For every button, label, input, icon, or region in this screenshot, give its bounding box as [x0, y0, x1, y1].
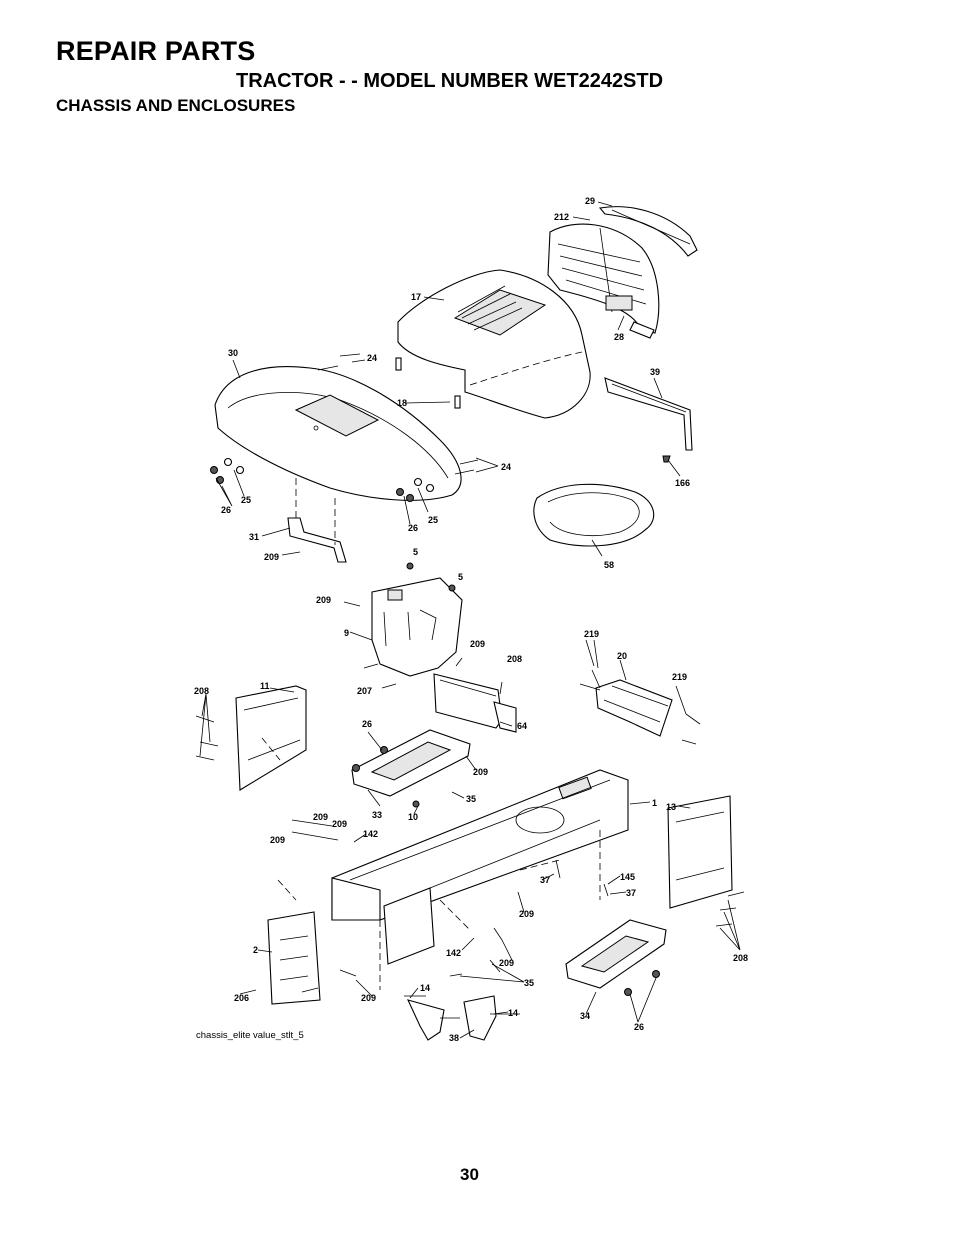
- callout: 208: [507, 654, 522, 664]
- callout: 35: [466, 794, 476, 804]
- callout: 18: [397, 398, 407, 408]
- callout: 1: [652, 798, 657, 808]
- callout: 24: [367, 353, 377, 363]
- callout-numbers: 29 212 17 28 30 24 18 39 166 24 25 26 26…: [194, 196, 748, 1043]
- left-side-panel-part: [235, 685, 307, 791]
- right-footrest-part: [565, 919, 667, 989]
- callout: 25: [241, 495, 251, 505]
- left-footrest-part: [351, 729, 471, 797]
- callout: 208: [733, 953, 748, 963]
- callout: 30: [228, 348, 238, 358]
- callout: 2: [253, 945, 258, 955]
- right-side-panel-part: [667, 795, 733, 909]
- fastener-hardware: [195, 601, 745, 1019]
- callout: 31: [249, 532, 259, 542]
- callout: 166: [675, 478, 690, 488]
- callout: 20: [617, 651, 627, 661]
- callout: 34: [580, 1011, 590, 1021]
- main-frame-part: [331, 769, 629, 990]
- section-title: CHASSIS AND ENCLOSURES: [56, 96, 296, 115]
- callout: 208: [194, 686, 209, 696]
- pedal-bracket-part: [595, 679, 673, 737]
- callout: 209: [473, 767, 488, 777]
- callout: 26: [221, 505, 231, 515]
- hood-part: [395, 269, 591, 419]
- callout: 14: [508, 1008, 518, 1018]
- callout: 14: [420, 983, 430, 993]
- steering-bracket-part: [433, 673, 517, 733]
- callout: 209: [264, 552, 279, 562]
- diagram-caption: chassis_elite value_stlt_5: [196, 1030, 304, 1041]
- seat-bracket-part: [287, 478, 347, 563]
- callout: 209: [499, 958, 514, 968]
- callout: 39: [650, 367, 660, 377]
- callout: 26: [634, 1022, 644, 1032]
- callout: 219: [672, 672, 687, 682]
- callout: 33: [372, 810, 382, 820]
- model-subtitle: TRACTOR - - MODEL NUMBER WET2242STD: [236, 70, 664, 92]
- callout: 142: [363, 829, 378, 839]
- callout: 35: [524, 978, 534, 988]
- callout: 9: [344, 628, 349, 638]
- callout: 142: [446, 948, 461, 958]
- callout: 26: [408, 523, 418, 533]
- callout: 10: [408, 812, 418, 822]
- leader-lines: [199, 201, 741, 1039]
- callout: 212: [554, 212, 569, 222]
- callout: 58: [604, 560, 614, 570]
- grille-part: [547, 223, 660, 339]
- callout: 29: [585, 196, 595, 206]
- callout: 145: [620, 872, 635, 882]
- page-title: REPAIR PARTS: [56, 36, 256, 66]
- page-number: 30: [460, 1165, 479, 1184]
- callout: 209: [519, 909, 534, 919]
- callout: 5: [458, 572, 463, 582]
- front-frame-panel-part: [267, 887, 435, 1005]
- hood-bracket-part: [604, 377, 693, 463]
- latch-parts: [407, 995, 520, 1041]
- callout: 37: [626, 888, 636, 898]
- callout: 25: [428, 515, 438, 525]
- callout: 209: [316, 595, 331, 605]
- callout: 38: [449, 1033, 459, 1043]
- callout: 219: [584, 629, 599, 639]
- callout: 209: [470, 639, 485, 649]
- callout: 207: [357, 686, 372, 696]
- callout: 28: [614, 332, 624, 342]
- callout: 24: [501, 462, 511, 472]
- fuel-tank-part: [533, 483, 655, 547]
- dash-panel-part: [371, 562, 463, 677]
- callout: 64: [517, 721, 527, 731]
- callout: 13: [666, 802, 676, 812]
- callout: 26: [362, 719, 372, 729]
- callout: 17: [411, 292, 421, 302]
- callout: 209: [361, 993, 376, 1003]
- grille-trim-part: [598, 206, 698, 257]
- callout: 209: [332, 819, 347, 829]
- seat-pan-part: [214, 366, 462, 501]
- callout: 209: [270, 835, 285, 845]
- callout: 5: [413, 547, 418, 557]
- callout: 11: [260, 681, 270, 691]
- callout: 209: [313, 812, 328, 822]
- callout: 37: [540, 875, 550, 885]
- callout: 206: [234, 993, 249, 1003]
